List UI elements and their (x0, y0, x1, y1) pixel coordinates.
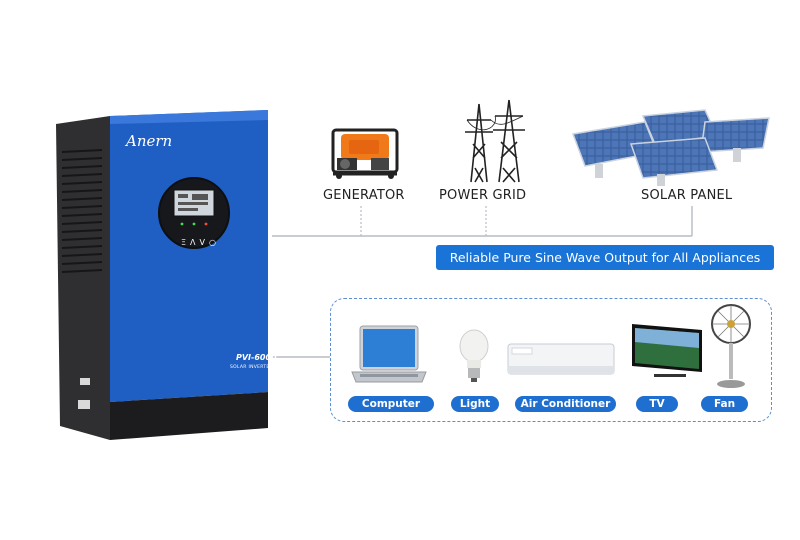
appliance-label-air-conditioner: Air Conditioner (515, 396, 616, 412)
fan-icon (711, 304, 751, 388)
appliance-label-light: Light (451, 396, 499, 412)
air-conditioner-icon (507, 343, 615, 375)
power-grid-label: POWER GRID (439, 188, 527, 203)
appliance-label-computer: Computer (348, 396, 434, 412)
appliance-label-fan: Fan (701, 396, 748, 412)
brand-logo: Anern (126, 132, 173, 150)
inverter-body-icon (56, 110, 268, 440)
model-subtitle: SOLAR INVERTER (230, 365, 273, 370)
power-tower-icon (465, 99, 525, 183)
appliance-group (330, 298, 772, 422)
solar-panel-icon (571, 109, 770, 186)
appliance-label-tv: TV (636, 396, 678, 412)
generator-label: GENERATOR (323, 188, 405, 203)
tv-icon (632, 324, 702, 377)
tagline-banner: Reliable Pure Sine Wave Output for All A… (436, 245, 774, 270)
model-label: PVI-6000 (236, 353, 277, 362)
panel-keys[interactable]: ΞΛV○ (181, 238, 220, 247)
solar-panel-label: SOLAR PANEL (641, 188, 733, 203)
light-bulb-icon (459, 329, 489, 382)
generator-icon (331, 128, 399, 179)
laptop-icon (351, 325, 427, 383)
